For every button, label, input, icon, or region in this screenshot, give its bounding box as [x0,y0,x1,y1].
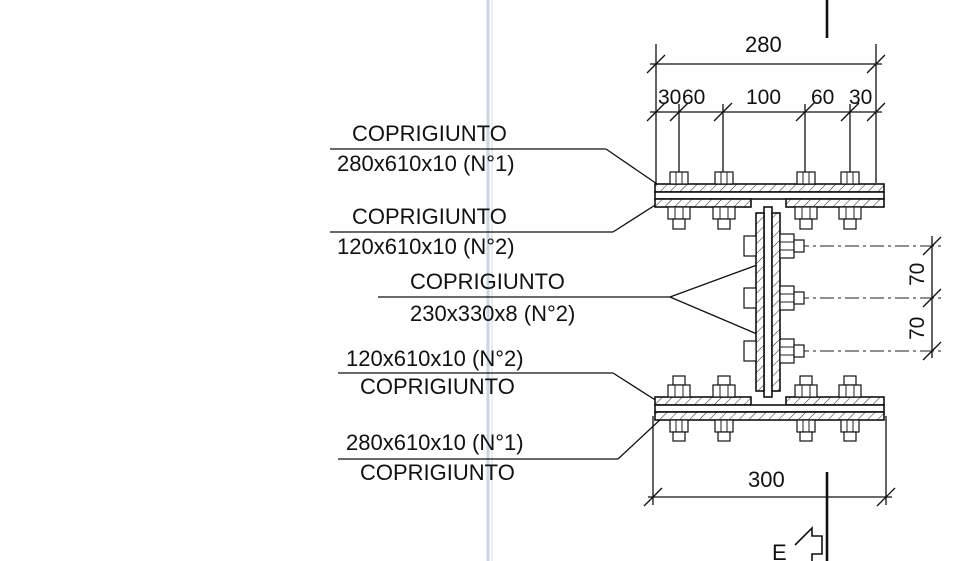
label-4-top: 120x610x10 (N°2) [346,346,524,371]
bolt-top-4 [838,171,862,230]
bolt-top-1 [667,171,691,230]
label-group-2: COPRIGIUNTO 120x610x10 (N°2) [330,201,661,259]
bottom-outer-plate [654,411,885,421]
web [763,206,773,398]
label-5-top: 280x610x10 (N°1) [346,430,524,455]
label-1-top: COPRIGIUNTO [352,121,507,146]
bolt-bottom-2 [712,375,736,442]
label-5-bottom: COPRIGIUNTO [360,460,515,485]
label-3-bottom: 230x330x8 (N°2) [410,301,575,326]
bolt-top-3 [794,171,818,230]
label-4-bottom: COPRIGIUNTO [360,374,515,399]
label-2-bottom: 120x610x10 (N°2) [337,234,515,259]
web-plate-left [755,212,765,392]
bolt-bottom-3 [794,375,818,442]
bolt-bottom-4 [838,375,862,442]
top-flange [654,191,885,200]
top-dimension-group: 280 30 60 100 60 30 [646,32,886,183]
steel-section [654,171,885,442]
label-2-top: COPRIGIUNTO [352,204,507,229]
dim-side-1: 70 [906,263,929,286]
dim-seg-1: 30 [658,86,681,109]
dim-seg-5: 30 [849,86,872,109]
label-group-4: 120x610x10 (N°2) COPRIGIUNTO [338,346,661,404]
bottom-dimension-group: 300 [643,416,896,507]
label-3-top: COPRIGIUNTO [410,269,565,294]
label-1-bottom: 280x610x10 (N°1) [337,151,515,176]
bottom-flange [654,404,885,413]
dim-seg-3: 100 [746,86,781,109]
bolt-web-1 [743,233,805,259]
label-group-5: 280x610x10 (N°1) COPRIGIUNTO [338,417,663,485]
bolt-bottom-1 [667,375,691,442]
section-arrow-icon [794,526,823,561]
dim-side-2: 70 [906,317,929,340]
bolt-web-3 [743,338,805,364]
bottom-inner-plate-left [654,396,752,406]
top-outer-plate [654,183,885,193]
dim-bottom-total: 300 [748,467,785,492]
label-group-1: COPRIGIUNTO 280x610x10 (N°1) [330,121,661,187]
bolt-top-2 [712,171,736,230]
section-marker-letter: E [772,540,787,561]
top-inner-plate-left [654,198,752,208]
bolt-web-2 [743,285,805,311]
top-inner-plate-right [785,198,885,208]
dim-top-total: 280 [745,32,782,57]
label-group-3: COPRIGIUNTO 230x330x8 (N°2) [378,264,758,335]
web-plate-right [771,212,781,392]
bottom-inner-plate-right [785,396,885,406]
dim-seg-4: 60 [811,86,834,109]
